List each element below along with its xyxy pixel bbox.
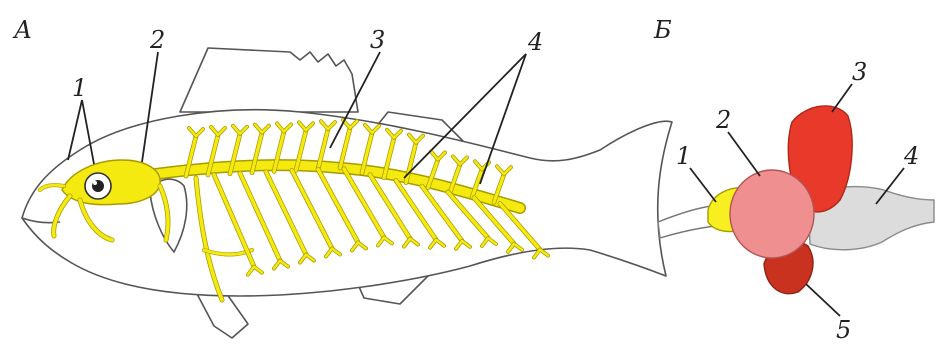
panel-a-label-3: 3	[370, 26, 385, 54]
dorsal-fin	[180, 48, 358, 112]
panel-b-letter: Б	[653, 16, 672, 44]
panel-b-label-1: 1	[676, 142, 691, 170]
panel-a-label-4: 4	[527, 28, 543, 56]
panel-a-label-2: 2	[149, 26, 165, 54]
panel-b: Б 1 2 3 4 5	[653, 16, 934, 344]
panel-b-label-2: 2	[715, 106, 731, 134]
panel-b-label-3: 3	[852, 58, 867, 86]
panel-b-label-5: 5	[836, 316, 851, 344]
panel-a-label-1: 1	[72, 74, 87, 102]
midbrain	[730, 170, 814, 258]
panel-a-letter: А	[12, 16, 32, 44]
panel-b-label-4: 4	[903, 142, 919, 170]
panel-a: А	[12, 16, 672, 338]
